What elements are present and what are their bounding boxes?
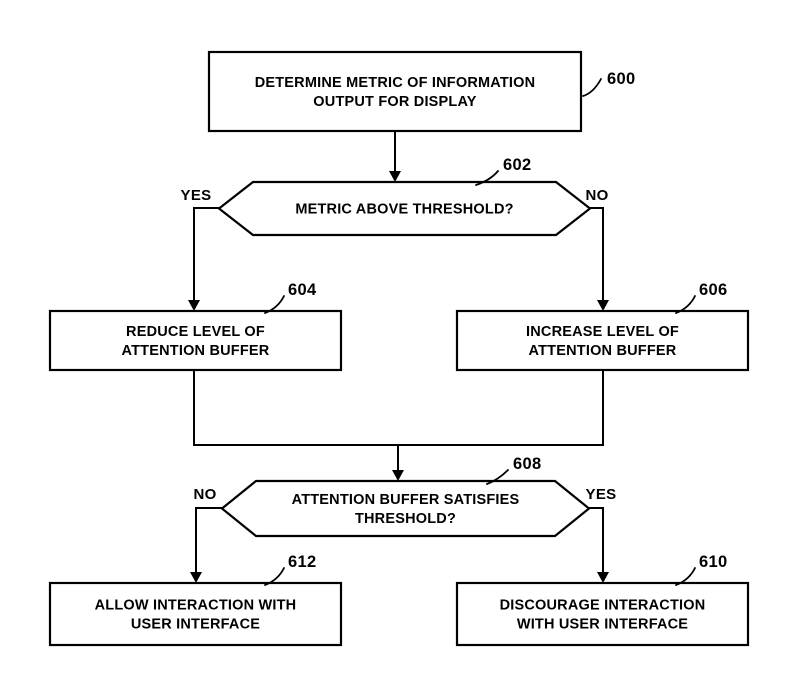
leader-line: [475, 170, 499, 186]
node-text-line: ATTENTION BUFFER: [529, 343, 677, 359]
branch-label-left: YES: [181, 187, 212, 204]
node-text-line: OUTPUT FOR DISPLAY: [313, 94, 477, 110]
reference-numeral-602: 602: [475, 156, 531, 186]
connector-cmerge-608: [392, 445, 404, 481]
reference-numeral-606: 606: [675, 281, 727, 314]
connector-c608no-612: [190, 507, 222, 583]
node-text-line: DETERMINE METRIC OF INFORMATION: [255, 75, 536, 91]
arrow-head-icon: [188, 300, 200, 311]
node-612[interactable]: ALLOW INTERACTION WITH USER INTERFACE: [48, 581, 343, 647]
node-text-line: THRESHOLD?: [355, 511, 456, 527]
node-text-line: ATTENTION BUFFER: [122, 343, 270, 359]
reference-numeral-text: 612: [288, 553, 316, 571]
node-text-line: REDUCE LEVEL OF: [126, 324, 265, 340]
process-rectangle: [455, 581, 750, 647]
leader-line: [264, 295, 285, 314]
node-text-line: ATTENTION BUFFER SATISFIES: [292, 492, 520, 508]
node-602[interactable]: METRIC ABOVE THRESHOLD? YES NO: [181, 180, 609, 237]
connector-line: [589, 507, 604, 577]
node-text-line: METRIC ABOVE THRESHOLD?: [295, 202, 513, 218]
process-rectangle: [48, 581, 343, 647]
node-text-line: INCREASE LEVEL OF: [526, 324, 679, 340]
reference-numeral-604: 604: [264, 281, 317, 314]
process-rectangle: [207, 50, 583, 133]
reference-numeral-text: 602: [503, 156, 531, 174]
decision-hexagon: [220, 479, 591, 538]
reference-label-layer: 600 602 604 606 608 612 610: [264, 70, 727, 586]
node-text-line: DISCOURAGE INTERACTION: [500, 598, 706, 614]
connector-line: [195, 507, 222, 577]
branch-label-right: YES: [586, 486, 617, 503]
reference-numeral-text: 608: [513, 455, 541, 473]
node-600[interactable]: DETERMINE METRIC OF INFORMATION OUTPUT FO…: [207, 50, 583, 133]
connector-c600-602: [389, 131, 401, 182]
arrow-head-icon: [392, 470, 404, 481]
node-608[interactable]: ATTENTION BUFFER SATISFIES THRESHOLD? NO YE…: [193, 479, 617, 538]
leader-line: [675, 567, 696, 586]
reference-numeral-text: 610: [699, 553, 727, 571]
connector-c608yes-610: [589, 507, 609, 583]
connector-line: [193, 370, 604, 446]
node-606[interactable]: INCREASE LEVEL OF ATTENTION BUFFER: [455, 309, 750, 372]
leader-line: [582, 78, 602, 97]
branch-label-left: NO: [193, 486, 216, 503]
reference-numeral-text: 600: [607, 70, 635, 88]
connector-layer: [188, 131, 609, 583]
process-rectangle: [48, 309, 343, 372]
node-604[interactable]: REDUCE LEVEL OF ATTENTION BUFFER: [48, 309, 343, 372]
leader-line: [264, 567, 285, 586]
connector-line: [590, 207, 604, 305]
node-text-line: ALLOW INTERACTION WITH: [95, 598, 297, 614]
connector-c602no-606: [590, 207, 609, 311]
connector-c602yes-604: [188, 207, 219, 311]
leader-line: [675, 295, 696, 314]
reference-numeral-610: 610: [675, 553, 727, 586]
arrow-head-icon: [597, 572, 609, 583]
connector-c604-merge: [193, 370, 604, 446]
reference-numeral-text: 604: [288, 281, 317, 299]
reference-numeral-612: 612: [264, 553, 316, 586]
leader-line: [486, 469, 509, 485]
arrow-head-icon: [389, 171, 401, 182]
node-text-line: USER INTERFACE: [131, 617, 260, 633]
connector-line: [193, 207, 219, 305]
arrow-head-icon: [597, 300, 609, 311]
arrow-head-icon: [190, 572, 202, 583]
reference-numeral-608: 608: [486, 455, 541, 485]
process-rectangle: [455, 309, 750, 372]
node-610[interactable]: DISCOURAGE INTERACTION WITH USER INTERFAC…: [455, 581, 750, 647]
node-layer: DETERMINE METRIC OF INFORMATION OUTPUT FO…: [48, 50, 750, 647]
reference-numeral-text: 606: [699, 281, 727, 299]
reference-numeral-600: 600: [582, 70, 635, 97]
node-text-line: WITH USER INTERFACE: [517, 617, 688, 633]
branch-label-right: NO: [585, 187, 608, 204]
decision-hexagon: [217, 180, 592, 237]
